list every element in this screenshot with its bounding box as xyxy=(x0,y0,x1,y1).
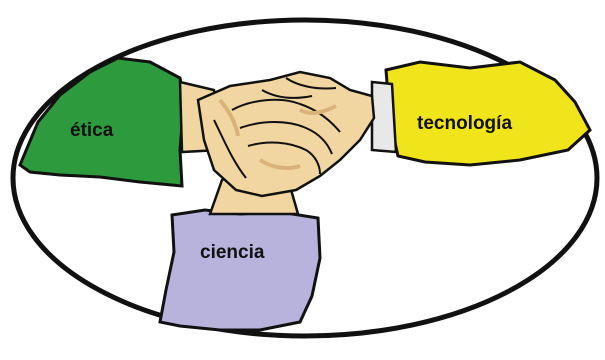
etica-sleeve: ética xyxy=(18,56,222,188)
tecnologia-sleeve: tecnología xyxy=(370,60,592,167)
ciencia-sleeve: ciencia xyxy=(158,208,322,332)
ellipse-frame xyxy=(10,17,600,339)
clasped-hands-illustration xyxy=(196,70,376,216)
tecnologia-label: tecnología xyxy=(417,113,512,134)
etica-label: ética xyxy=(70,120,114,141)
ciencia-label: ciencia xyxy=(200,242,265,263)
